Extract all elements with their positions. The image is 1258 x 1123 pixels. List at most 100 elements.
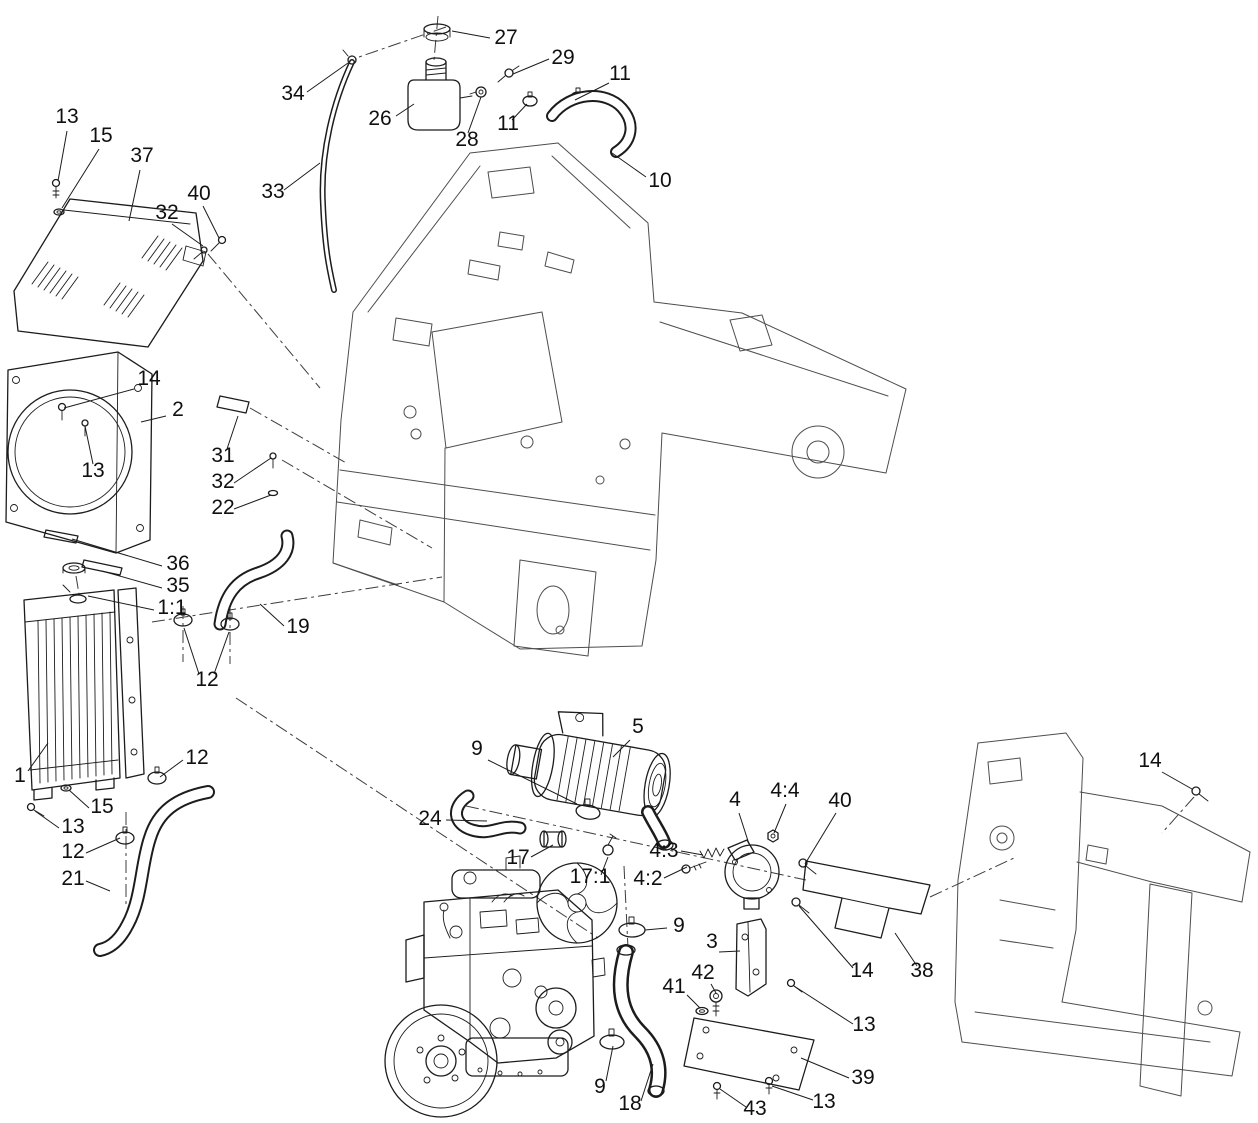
fan-shroud-2 — [5, 351, 153, 554]
callout-4-3: 4:3 — [649, 839, 678, 862]
screw-14-shroud — [57, 402, 67, 412]
callout-38: 38 — [910, 959, 933, 982]
callout-15b: 15 — [90, 795, 113, 818]
callout-14b: 14 — [1138, 749, 1162, 772]
callout-12b: 12 — [185, 746, 208, 769]
air-cleaner-inlet-elbow — [641, 805, 674, 851]
air-cleaner-5 — [506, 711, 671, 818]
callout-2: 2 — [172, 398, 184, 421]
callout-1: 1 — [14, 764, 26, 787]
washer-15-bottom — [60, 784, 72, 792]
callout-9a: 9 — [471, 737, 483, 760]
chassis-frame-right — [954, 732, 1251, 1097]
callout-11b: 11 — [609, 62, 631, 85]
hose-clamp-12-b — [220, 612, 240, 631]
hose-clamp-11-a — [522, 91, 538, 107]
callout-12a: 12 — [195, 668, 218, 691]
engine — [384, 855, 618, 1118]
guard-plate-39 — [683, 1017, 815, 1091]
callout-11a: 11 — [497, 112, 519, 135]
screw-32-top — [193, 246, 208, 260]
callout-19: 19 — [286, 615, 309, 638]
callout-10: 10 — [648, 169, 671, 192]
screw-14-right — [1191, 786, 1209, 802]
callout-17-1: 17:1 — [570, 865, 611, 888]
bolt-42 — [709, 989, 723, 1017]
callout-40a: 40 — [187, 182, 210, 205]
intake-hose-24 — [450, 789, 527, 839]
callout-41: 41 — [662, 975, 685, 998]
callout-18: 18 — [618, 1092, 641, 1115]
side-channel — [117, 587, 145, 779]
screw-13-low — [764, 1076, 774, 1095]
screw-32-mid — [269, 452, 277, 469]
fitting-17 — [539, 830, 567, 848]
callout-27: 27 — [494, 26, 517, 49]
callout-28: 28 — [455, 128, 478, 151]
callout-31: 31 — [211, 444, 234, 467]
hose-clamp-12-d — [115, 826, 135, 845]
hose-10 — [546, 90, 637, 158]
callout-13a: 13 — [55, 105, 78, 128]
screw-13-top-left — [51, 178, 61, 199]
callout-14c: 14 — [850, 959, 874, 982]
seal-strip-36 — [43, 529, 79, 544]
callout-35: 35 — [166, 574, 189, 597]
hose-clamp-12-a — [173, 608, 193, 627]
louver-vents — [31, 235, 183, 318]
callout-17: 17 — [506, 846, 529, 869]
callout-42: 42 — [691, 961, 714, 984]
callout-24: 24 — [418, 807, 442, 830]
callout-21: 21 — [61, 867, 84, 890]
callout-34: 34 — [281, 82, 305, 105]
radiator-feet — [33, 777, 115, 801]
callout-36: 36 — [166, 552, 189, 575]
callout-4-4: 4:4 — [770, 779, 800, 802]
washer-15-top-left — [53, 208, 65, 216]
callout-37: 37 — [130, 144, 153, 167]
seal-strip-31 — [216, 395, 250, 414]
callout-40b: 40 — [828, 789, 851, 812]
callout-13c: 13 — [61, 815, 84, 838]
callout-1-1: 1:1 — [157, 596, 186, 619]
washer-41 — [695, 1006, 709, 1016]
overflow-hose-33 — [319, 59, 355, 293]
lower-hose-21 — [93, 785, 215, 957]
assembly-centerlines — [75, 15, 1195, 949]
radiator-cap-1-1 — [62, 562, 86, 574]
callout-13d: 13 — [852, 1013, 875, 1036]
screw-40-top — [210, 235, 227, 252]
callout-32a: 32 — [155, 201, 178, 224]
upper-hose-19 — [213, 529, 295, 631]
filler-neck — [69, 594, 87, 604]
callout-13b: 13 — [81, 459, 104, 482]
callout-29: 29 — [551, 46, 574, 69]
callout-22: 22 — [211, 496, 234, 519]
callout-12c: 12 — [61, 840, 84, 863]
callout-leader-lines — [27, 30, 1193, 1108]
sensor-17-1 — [602, 833, 617, 856]
expansion-tank-26 — [407, 57, 473, 131]
callout-5: 5 — [632, 715, 644, 738]
heat-shield-38 — [802, 860, 931, 939]
elbow-hose-18 — [612, 944, 667, 1098]
callout-4: 4 — [729, 788, 741, 811]
nut-4-4 — [767, 829, 779, 843]
fitting-29 — [497, 65, 520, 83]
callout-3: 3 — [706, 930, 718, 953]
callout-4-2: 4:2 — [633, 867, 662, 890]
callout-33: 33 — [261, 180, 284, 203]
callout-39: 39 — [851, 1066, 874, 1089]
callout-labels: 27 29 34 26 28 11 11 10 13 15 37 32 40 3… — [14, 26, 1162, 1120]
screw-14-center — [791, 897, 810, 914]
hose-clamp-12-c — [147, 766, 167, 785]
callout-26: 26 — [368, 107, 391, 130]
tank-cap-27 — [423, 23, 451, 42]
spring-4-3 — [699, 847, 725, 859]
cover-panel-37 — [13, 198, 207, 348]
radiator-1 — [23, 584, 145, 801]
chassis-frame-center — [332, 142, 907, 657]
screw-43 — [712, 1081, 722, 1100]
